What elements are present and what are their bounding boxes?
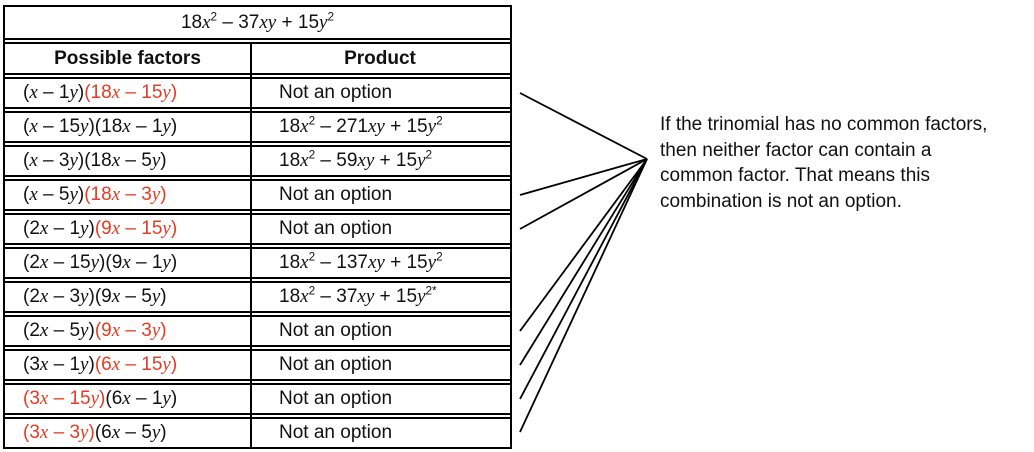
callout-line <box>519 158 648 366</box>
possible-factors-cell: (2x – 3y)(9x – 5y) <box>5 286 250 308</box>
possible-factors-cell: (x – 15y)(18x – 1y) <box>5 116 250 138</box>
factor: (9x – 1y) <box>105 252 178 273</box>
column-divider-line <box>250 42 252 447</box>
callout-line <box>519 158 648 196</box>
possible-factors-cell: (2x – 15y)(9x – 1y) <box>5 252 250 274</box>
callout-line <box>519 158 648 332</box>
product-cell: 18x2 – 271xy + 15y2 <box>279 114 443 137</box>
product-cell: 18x2 – 137xy + 15y2 <box>279 250 443 273</box>
table-row: (3x – 3y)(6x – 5y) Not an option <box>5 417 510 447</box>
product-cell: Not an option <box>279 354 393 375</box>
table-row: (x – 1y)(18x – 15y) Not an option <box>5 77 510 109</box>
factor: (x – 5y) <box>23 184 85 205</box>
callout-annotation-text: If the trinomial has no common factors, t… <box>660 112 1034 214</box>
factor: (6x – 5y) <box>94 422 167 443</box>
product-cell: 18x2 – 37xy + 15y2* <box>279 284 437 307</box>
product-cell: Not an option <box>279 184 393 205</box>
table-body: (x – 1y)(18x – 15y) Not an option (x – 1… <box>5 77 510 447</box>
factor: (2x – 5y) <box>23 320 95 341</box>
factor: (9x – 5y) <box>94 286 167 307</box>
factor: (2x – 1y) <box>23 218 95 239</box>
product-cell: Not an option <box>279 320 393 341</box>
factor-highlighted: (18x – 15y) <box>84 82 178 103</box>
factor-highlighted: (3x – 15y) <box>23 388 106 409</box>
factor-highlighted: (6x – 15y) <box>94 354 178 375</box>
factor: (18x – 1y) <box>94 116 178 137</box>
factor: (x – 1y) <box>23 82 85 103</box>
possible-factors-cell: (3x – 15y)(6x – 1y) <box>5 388 250 410</box>
possible-factors-cell: (x – 3y)(18x – 5y) <box>5 150 250 172</box>
trinomial-header-row: 18x2 – 37xy + 15y2 <box>5 7 510 40</box>
annotation-line: If the trinomial has no common factors, <box>660 114 988 135</box>
product-cell: Not an option <box>279 82 393 103</box>
product-cell: Not an option <box>279 388 393 409</box>
col-header-product: Product <box>344 47 416 69</box>
table-row: (3x – 1y)(6x – 15y) Not an option <box>5 349 510 381</box>
product-cell: 18x2 – 59xy + 15y2 <box>279 148 433 171</box>
callout-line <box>519 158 648 400</box>
col-header-possible-factors: Possible factors <box>54 47 201 69</box>
column-header-row: Possible factors Product <box>5 42 510 75</box>
table-row: (x – 15y)(18x – 1y) 18x2 – 271xy + 15y2 <box>5 111 510 143</box>
factor-highlighted: (9x – 3y) <box>94 320 167 341</box>
table-row: (2x – 1y)(9x – 15y) Not an option <box>5 213 510 245</box>
factor: (x – 15y) <box>23 116 95 137</box>
table-row: (2x – 15y)(9x – 1y) 18x2 – 137xy + 15y2 <box>5 247 510 279</box>
table-row: (2x – 3y)(9x – 5y) 18x2 – 37xy + 15y2* <box>5 281 510 313</box>
factor: (2x – 3y) <box>23 286 95 307</box>
possible-factors-cell: (x – 1y)(18x – 15y) <box>5 82 250 104</box>
table-row: (2x – 5y)(9x – 3y) Not an option <box>5 315 510 347</box>
factor: (x – 3y) <box>23 150 85 171</box>
callout-line <box>519 158 648 433</box>
callout-line <box>519 92 648 160</box>
factor: (3x – 1y) <box>23 354 95 375</box>
factor-highlighted: (3x – 3y) <box>23 422 95 443</box>
product-cell: Not an option <box>279 422 393 443</box>
factor-highlighted: (9x – 15y) <box>94 218 178 239</box>
factor-table: 18x2 – 37xy + 15y2 Possible factors Prod… <box>3 5 512 449</box>
callout-line <box>519 158 648 230</box>
possible-factors-cell: (x – 5y)(18x – 3y) <box>5 184 250 206</box>
table-row: (3x – 15y)(6x – 1y) Not an option <box>5 383 510 415</box>
possible-factors-cell: (3x – 3y)(6x – 5y) <box>5 422 250 444</box>
table-row: (x – 5y)(18x – 3y) Not an option <box>5 179 510 211</box>
table-row: (x – 3y)(18x – 5y) 18x2 – 59xy + 15y2 <box>5 145 510 177</box>
annotation-line: then neither factor can contain a <box>660 139 932 161</box>
factor-highlighted: (18x – 3y) <box>84 184 167 205</box>
trinomial-expression: 18x2 – 37xy + 15y2 <box>180 10 335 33</box>
product-cell: Not an option <box>279 218 393 239</box>
factor: (2x – 15y) <box>23 252 106 273</box>
annotation-line: common factor. That means this <box>660 165 930 186</box>
factor: (18x – 5y) <box>84 150 167 171</box>
possible-factors-cell: (2x – 5y)(9x – 3y) <box>5 320 250 342</box>
factor: (6x – 1y) <box>105 388 178 409</box>
possible-factors-cell: (3x – 1y)(6x – 15y) <box>5 354 250 376</box>
possible-factors-cell: (2x – 1y)(9x – 15y) <box>5 218 250 240</box>
annotation-line: combination is not an option. <box>660 190 902 212</box>
